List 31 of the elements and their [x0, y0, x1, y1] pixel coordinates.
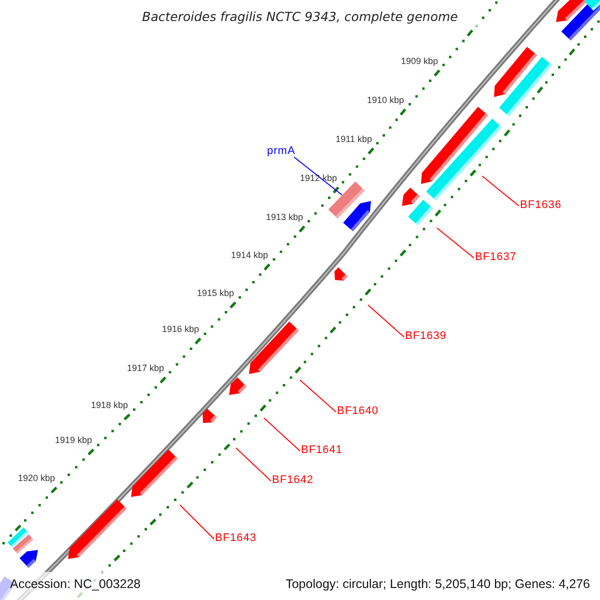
gene-arrow [328, 182, 365, 218]
tick-label: 1918 kbp [90, 401, 128, 410]
tick-label: 1913 kbp [266, 213, 303, 222]
genome-info-text: Topology: circular; Length: 5,205,140 bp; Genes: 4,276 [286, 578, 590, 590]
gene-label: BF1640 [337, 406, 379, 417]
tick-label: 1911 kbp [336, 135, 372, 144]
leader-line [180, 504, 214, 540]
gene-label: BF1639 [405, 331, 447, 342]
tick-label: 1915 kbp [196, 289, 234, 298]
tick-label: 1910 kbp [366, 96, 404, 105]
tick-label: 1917 kbp [126, 364, 164, 373]
leader-line [300, 380, 336, 412]
gene-label: BF1637 [475, 252, 517, 263]
tick-label: 1914 kbp [230, 251, 268, 260]
tick-label: 1916 kbp [162, 325, 199, 334]
gene-label: BF1641 [301, 445, 343, 456]
leader-line [264, 418, 300, 452]
tick-label: 1909 kbp [400, 57, 438, 66]
tick-label: 1919 kbp [54, 436, 92, 445]
tick-label: 1912 kbp [300, 174, 337, 183]
gene-label: prmA [267, 146, 296, 157]
gene-label: BF1636 [520, 200, 562, 211]
leader-line [294, 156, 342, 196]
leader-line [436, 228, 474, 258]
leader-line [482, 176, 520, 206]
tick-label: 1920 kbp [18, 474, 55, 483]
leader-line [368, 304, 404, 338]
accession-text: Accession: NC_003228 [10, 578, 141, 590]
gene-label: BF1643 [215, 533, 257, 544]
leader-line [236, 448, 272, 482]
gene-label: BF1642 [272, 475, 314, 486]
